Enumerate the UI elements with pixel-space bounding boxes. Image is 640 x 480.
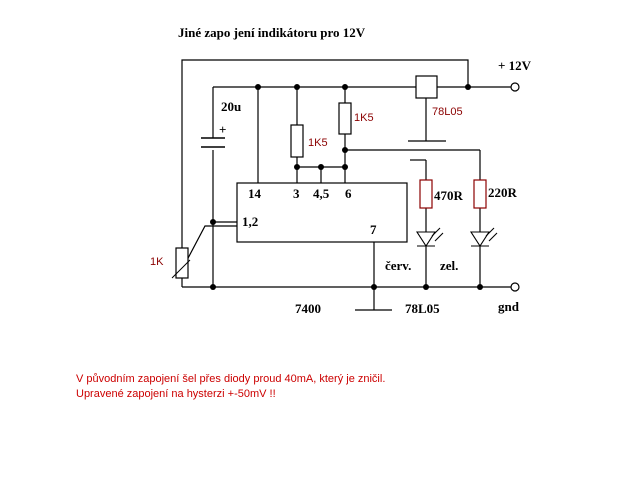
label-capacitor-plus: + xyxy=(219,122,226,137)
capacitor-20u xyxy=(201,137,225,148)
label-regulator-bottom: 78L05 xyxy=(405,301,440,316)
ic-7400 xyxy=(236,182,408,243)
pin-1-2: 1,2 xyxy=(242,214,258,229)
resistor-1k5-right xyxy=(338,102,352,135)
terminal-12v xyxy=(510,82,520,92)
resistor-470r xyxy=(419,179,433,209)
potentiometer-1k xyxy=(175,247,189,279)
label-r220: 220R xyxy=(488,185,518,200)
label-led-green: zel. xyxy=(440,258,458,273)
diagram-title: Jiné zapo jení indikátoru pro 12V xyxy=(178,25,366,40)
led-green xyxy=(469,227,498,248)
resistor-220r xyxy=(473,179,487,209)
pin-4-5: 4,5 xyxy=(313,186,330,201)
led-red xyxy=(415,227,444,248)
regulator-78l05-top xyxy=(415,75,438,99)
label-gnd: gnd xyxy=(498,299,520,314)
pin-7: 7 xyxy=(370,222,377,237)
label-chip: 7400 xyxy=(295,301,321,316)
label-led-red: červ. xyxy=(385,258,411,273)
pin-3: 3 xyxy=(293,186,300,201)
note-line-1: V původním zapojení šel přes diody proud… xyxy=(76,373,386,385)
label-pot: 1K xyxy=(150,256,164,268)
pin-6: 6 xyxy=(345,186,352,201)
pin-14: 14 xyxy=(248,186,262,201)
label-capacitor: 20u xyxy=(221,99,241,114)
resistor-1k5-left xyxy=(290,124,304,158)
label-r2: 1K5 xyxy=(354,112,374,124)
label-r470: 470R xyxy=(434,188,464,203)
pot-arrow xyxy=(171,259,191,279)
junction-dots xyxy=(210,84,483,290)
terminal-gnd xyxy=(510,282,520,292)
label-r1: 1K5 xyxy=(308,137,328,149)
label-regulator-top: 78L05 xyxy=(432,106,463,118)
note-line-2: Upravené zapojení na hysterzi +-50mV !! xyxy=(76,388,276,400)
label-12v: + 12V xyxy=(498,58,532,73)
